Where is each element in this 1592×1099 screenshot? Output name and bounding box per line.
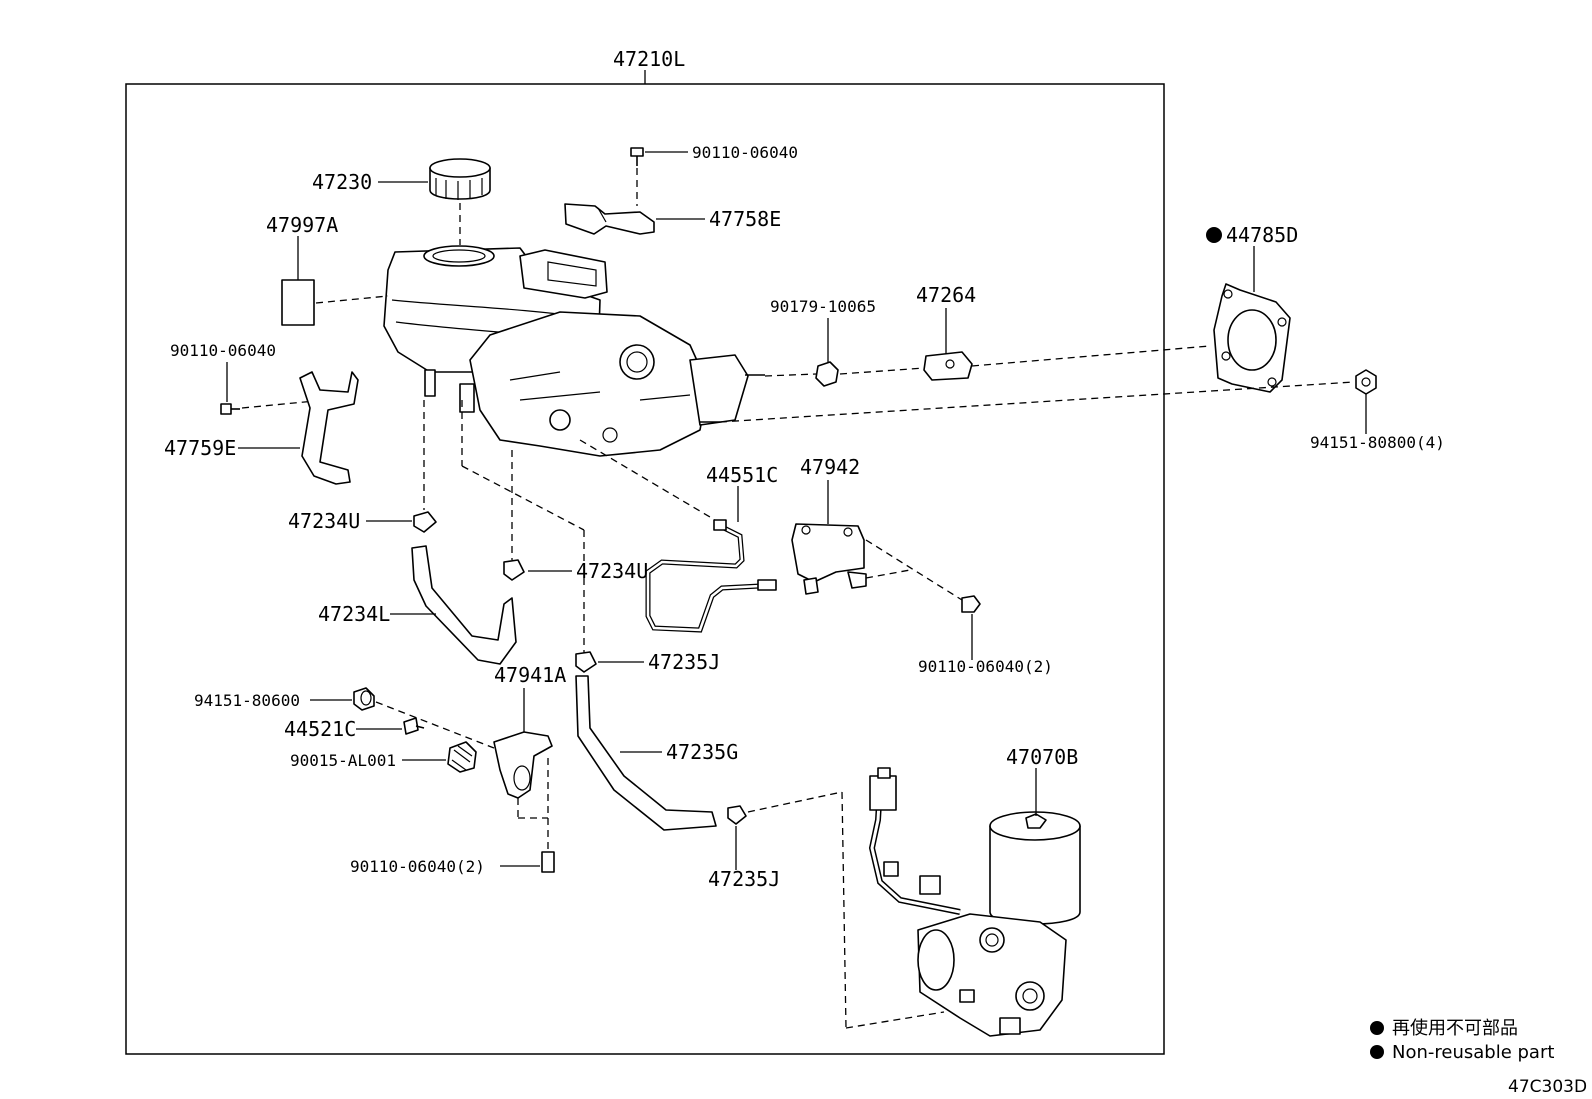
label-47759E: 47759E [164,436,236,460]
bracket-47758E [564,203,655,235]
hose-47234L [411,545,517,665]
label-47070B: 47070B [1006,745,1078,769]
label-47942: 47942 [800,455,860,479]
label-90179-10065: 90179-10065 [770,297,876,316]
diagram-code: 47C303D [1508,1077,1587,1097]
legend-japanese: 再使用不可部品 [1392,1018,1518,1039]
gasket-44785D [1213,283,1291,393]
label-94151-80600: 94151-80600 [194,691,300,710]
bracket-47759E [299,371,359,485]
clip-47234U-b [503,559,525,581]
label-47235G: 47235G [666,740,738,764]
reservoir-cap [429,158,491,200]
assembly-label: 47210L [613,47,685,71]
label-44521C: 44521C [284,717,356,741]
label-plate-47997A [281,279,315,326]
grommet-94151-80600 [353,687,375,711]
label-47235J-a: 47235J [648,650,720,674]
bolt-top [630,147,644,166]
hose-47235G [575,675,717,831]
label-47941A: 47941A [494,663,566,687]
non-reusable-mark-44785D [1206,227,1222,243]
clip-47235J-a [575,651,597,673]
legend: 再使用不可部品 Non-reusable part [1370,1018,1554,1063]
legend-bullet-2 [1370,1045,1384,1059]
label-44785D: 44785D [1226,223,1298,247]
label-47758E: 47758E [709,207,781,231]
label-47230: 47230 [312,170,372,194]
master-cylinder-assembly [383,245,765,457]
bolt-90110-bottom [541,851,555,873]
nut-90179 [815,361,839,387]
bracket-47264 [923,351,973,381]
label-47235J-b: 47235J [708,867,780,891]
label-94151-80800: 94151-80800(4) [1310,433,1445,452]
nut-94151-80800 [1355,369,1377,395]
nut-90015-AL001 [447,741,477,773]
legend-english: Non-reusable part [1392,1042,1554,1063]
label-47234U-a: 47234U [288,509,360,533]
clip-47235J-b [727,805,747,825]
label-44551C: 44551C [706,463,778,487]
label-47234L: 47234L [318,602,390,626]
bolt-90110-right [961,595,981,613]
label-47234U-b: 47234U [576,559,648,583]
label-90015-AL001: 90015-AL001 [290,751,396,770]
label-47997A: 47997A [266,213,338,237]
label-90110-06040-2b: 90110-06040(2) [350,857,485,876]
brake-pipe-44551C [645,519,777,633]
label-90110-left: 90110-06040 [170,341,276,360]
bolt-44521C [403,717,425,735]
clip-47234U-a [413,511,437,533]
legend-bullet-1 [1370,1021,1384,1035]
pump-motor-47070B [868,767,1081,1037]
label-90110-top: 90110-06040 [692,143,798,162]
label-90110-06040-2a: 90110-06040(2) [918,657,1053,676]
label-47264: 47264 [916,283,976,307]
bolt-left [220,403,240,415]
bracket-47942 [791,523,867,595]
bracket-47941A [493,731,553,799]
